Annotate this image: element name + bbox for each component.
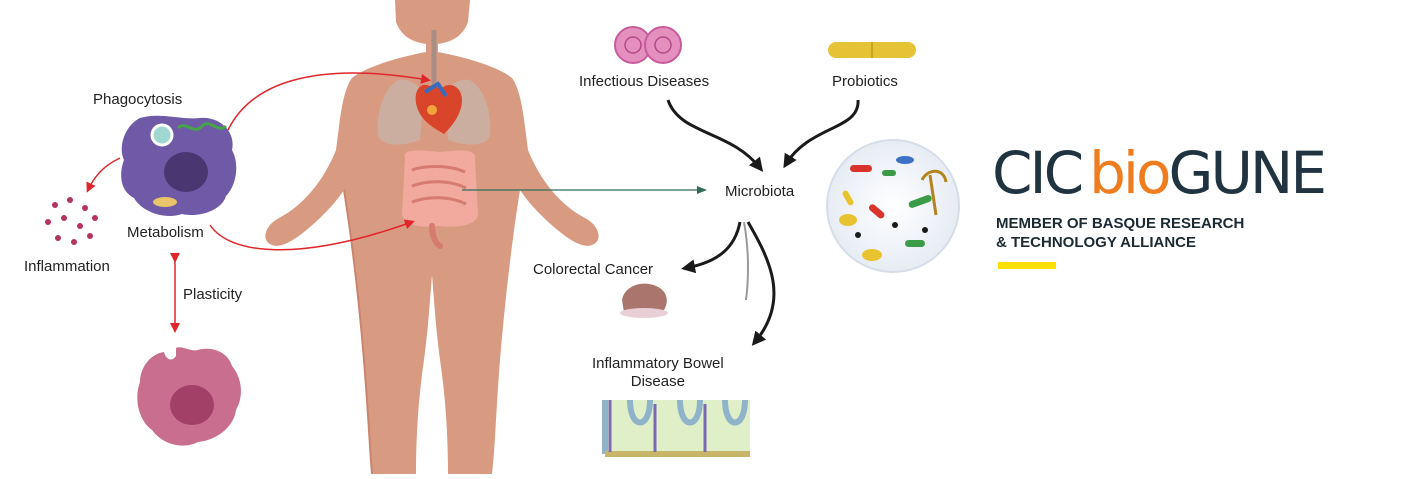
ibd-label: Inflammatory Bowel Disease — [592, 355, 724, 391]
heart-icon — [415, 81, 462, 134]
probiotic-capsule-icon — [828, 42, 916, 58]
colorectal-cancer-label: Colorectal Cancer — [533, 261, 654, 278]
infectious-diseases-label: Infectious Diseases — [579, 73, 710, 90]
arrow-microbiota-to-ibd — [746, 221, 776, 346]
arrow-to-inflammation — [86, 157, 121, 193]
ibd-label-line2: Disease — [630, 373, 685, 390]
macrophage-cell-icon — [121, 115, 237, 217]
arrow-microbiota-to-crc — [681, 221, 742, 274]
plasticity-label: Plasticity — [183, 286, 243, 303]
inflammation-particles-icon — [45, 197, 98, 245]
logo-tagline-line1: MEMBER OF BASQUE RESEARCH — [996, 215, 1245, 232]
logo-cic: CIC — [992, 139, 1084, 207]
arrow-infectious-to-microbiota — [666, 99, 764, 172]
probiotics-label: Probiotics — [832, 73, 898, 90]
bacteria-icon — [614, 26, 682, 64]
inflammation-label: Inflammation — [24, 258, 110, 275]
phagocytosis-label: Phagocytosis — [93, 91, 183, 108]
arrow-shadow — [743, 221, 749, 301]
colorectal-tumor-icon — [620, 283, 668, 318]
logo-bio: bio — [1089, 139, 1171, 207]
metabolism-label: Metabolism — [127, 224, 204, 241]
ibd-label-line1: Inflammatory Bowel — [592, 355, 724, 372]
intestines-icon — [402, 150, 478, 249]
arrow-to-gut — [209, 219, 415, 251]
intestinal-villi-icon — [602, 399, 750, 457]
microbiota-cluster-icon — [826, 139, 960, 273]
logo-accent-bar — [998, 262, 1056, 269]
arrow-probiotics-to-microbiota — [783, 99, 860, 169]
microbiota-label: Microbiota — [725, 183, 795, 200]
logo-tagline-line2: & TECHNOLOGY ALLIANCE — [996, 234, 1197, 251]
logo-tagline: MEMBER OF BASQUE RESEARCH & TECHNOLOGY A… — [996, 214, 1324, 252]
arrow-to-lungs — [227, 72, 431, 131]
polarized-cell-icon — [137, 347, 241, 446]
logo-gune: GUNE — [1168, 139, 1327, 207]
